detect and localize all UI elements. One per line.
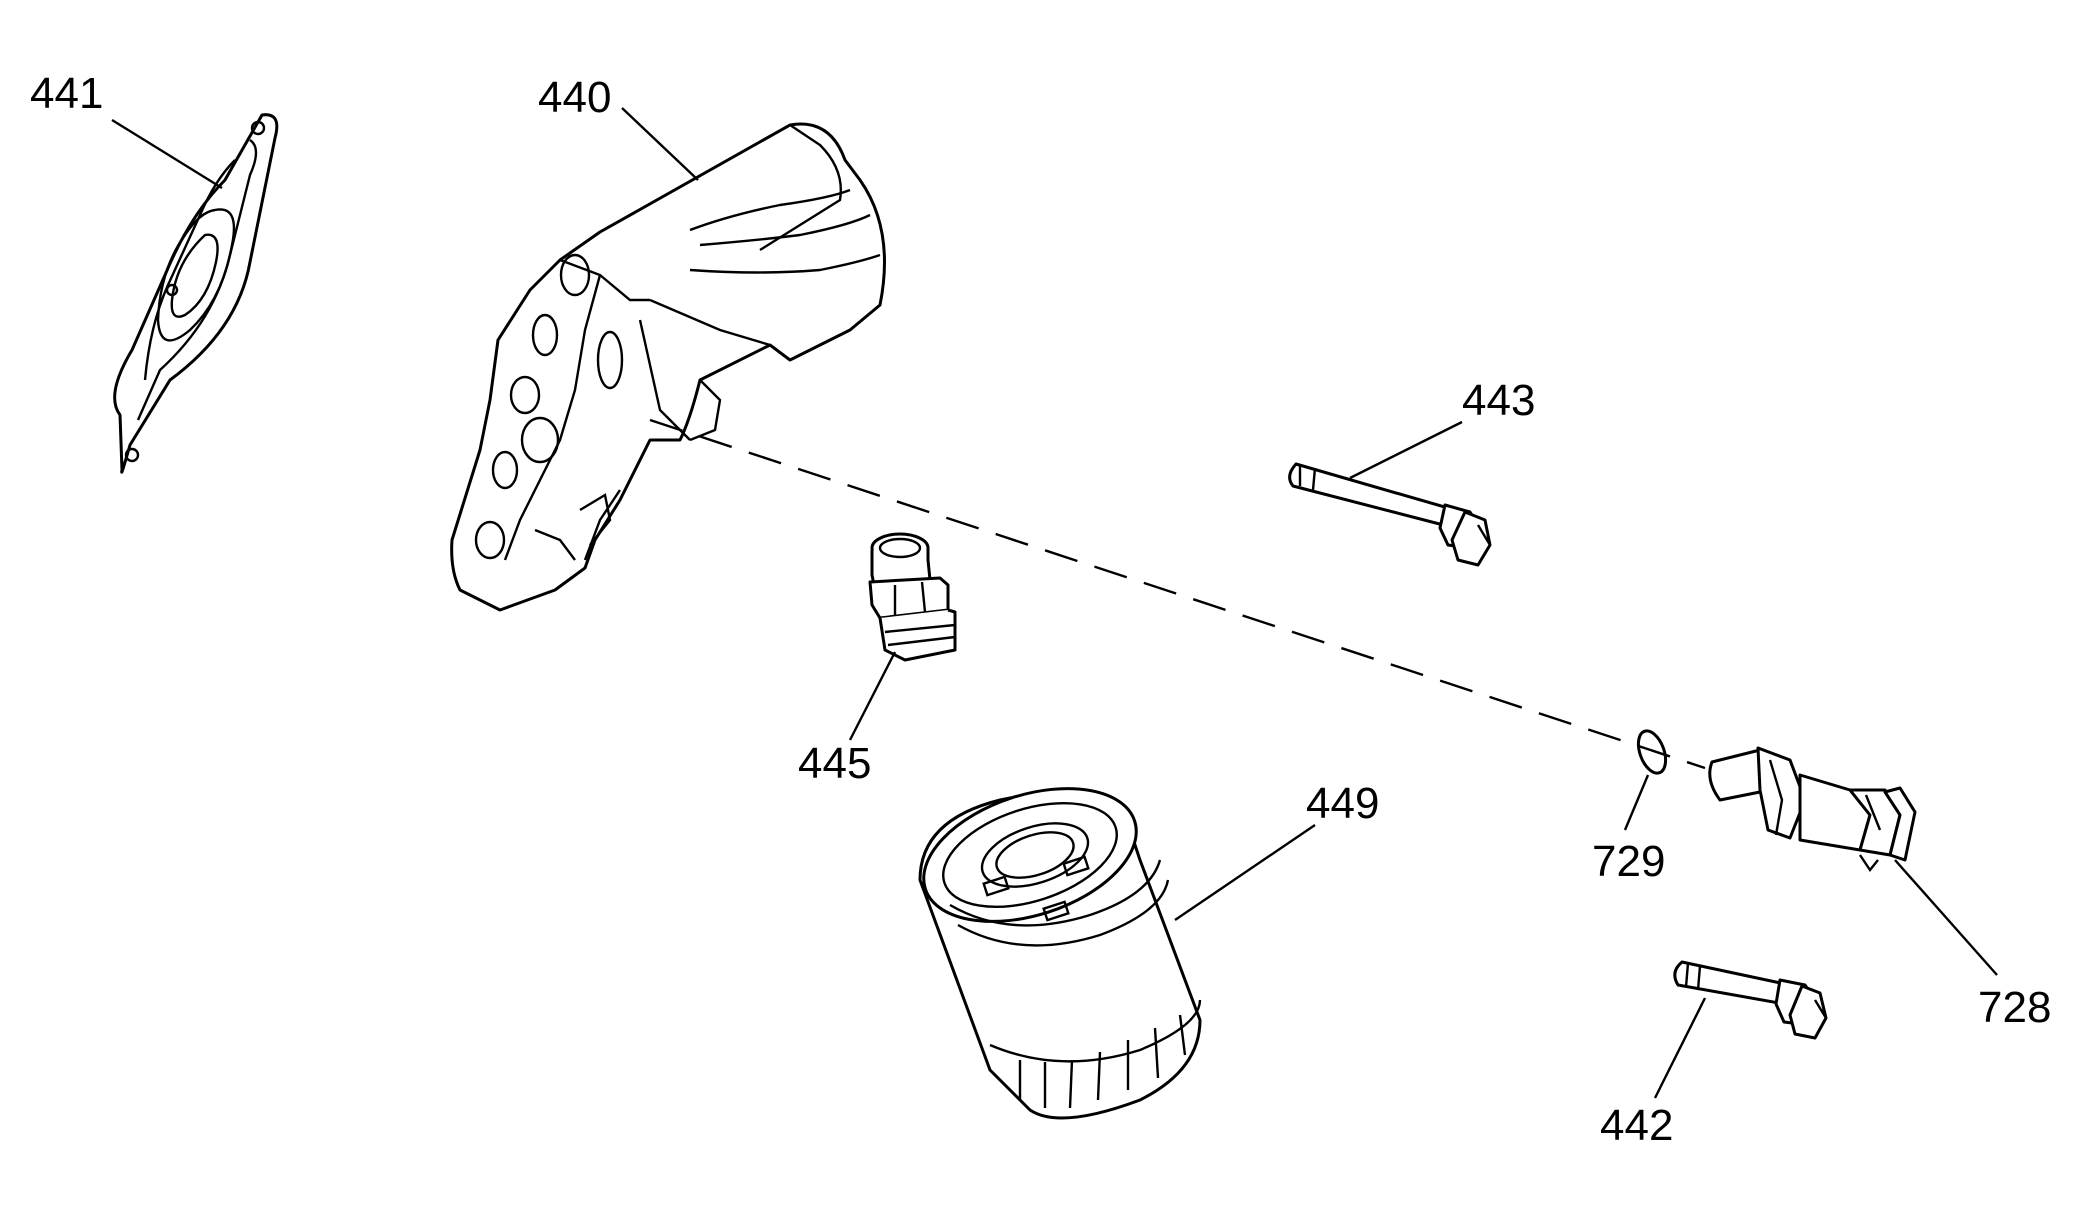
leader-line-728 (1894, 859, 1998, 976)
lower-bolt-part (1673, 960, 1828, 1040)
leader-line-442 (1653, 997, 1707, 1099)
adapter-housing-part (450, 122, 886, 612)
callout-449: 449 (1306, 779, 1379, 828)
callout-445: 445 (798, 739, 871, 788)
leader-line-441 (111, 118, 223, 190)
callout-441: 441 (30, 69, 103, 118)
callout-442: 442 (1600, 1101, 1673, 1150)
upper-bolt-part (1288, 462, 1492, 567)
leader-line-449 (1174, 824, 1316, 921)
oil-filter-part (918, 787, 1202, 1120)
callout-443: 443 (1462, 376, 1535, 425)
callout-728: 728 (1978, 983, 2051, 1032)
alignment-dashed-line (649, 418, 1706, 770)
callout-440: 440 (538, 73, 611, 122)
o-ring-seal-part (1636, 729, 1668, 775)
leader-line-443 (1349, 420, 1463, 480)
oil-pressure-sensor-part (1708, 746, 1917, 873)
callout-729: 729 (1592, 837, 1665, 886)
leader-line-440 (621, 107, 699, 181)
leader-line-729 (1623, 774, 1650, 831)
gasket-part (113, 113, 279, 474)
leader-line-445 (848, 651, 897, 741)
threaded-fitting-part (868, 532, 957, 662)
